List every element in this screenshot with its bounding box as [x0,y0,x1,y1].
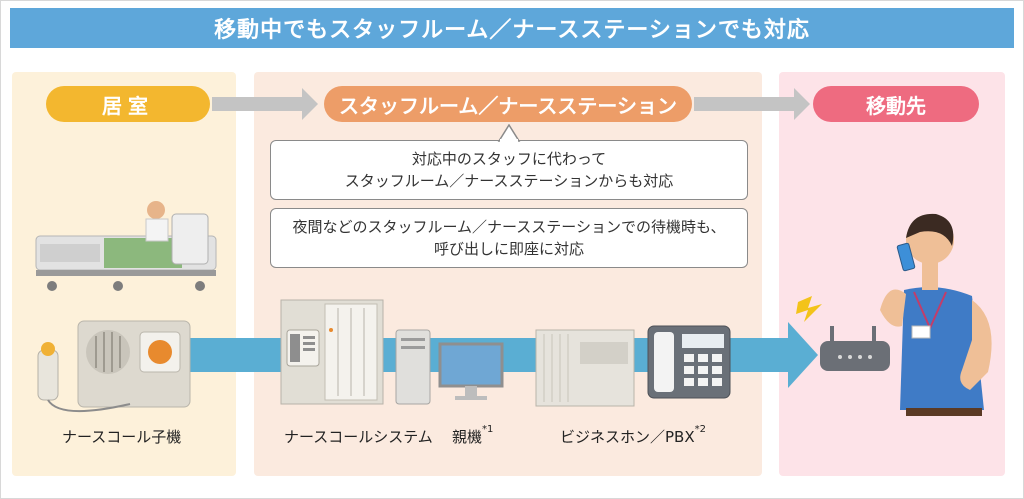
stage-pill-destination: 移動先 [813,86,979,122]
stage-arrow-1 [212,88,318,120]
note-standby: 夜間などのスタッフルーム／ナースステーションでの待機時も、 呼び出しに即座に対応 [270,208,748,268]
server-tower-illustration [395,329,431,405]
label-handset: ナースコール子機 [62,428,182,446]
access-point-illustration [820,326,890,371]
page-title: 移動中でもスタッフルーム／ナースステーションでも対応 [10,8,1014,48]
note-standby-line1: 夜間などのスタッフルーム／ナースステーションでの待機時も、 [292,218,726,236]
label-parent-text: 親機 [452,428,483,446]
nurse-call-handset-illustration [37,320,191,413]
business-phone-illustration [647,325,731,399]
label-parent-note: *1 [482,424,494,435]
patient-bed-illustration [35,201,217,291]
stage-arrow-2 [694,88,810,120]
label-pbx-text: ビジネスホン／PBX [560,428,695,446]
stage-pill-room: 居室 [46,86,210,122]
pbx-illustration [535,329,635,407]
staff-smartphone-illustration [880,213,992,416]
label-pbx-note: *2 [694,424,706,435]
note-tail [497,124,521,142]
signal-icon [796,296,822,322]
nurse-call-system-illustration [280,299,384,405]
label-system: ナースコールシステム [284,428,433,446]
note-takeover-line1: 対応中のスタッフに代わって [411,150,607,168]
label-parent: 親機*1 [452,424,494,447]
note-standby-line2: 呼び出しに即座に対応 [433,240,584,258]
note-takeover-line2: スタッフルーム／ナースステーションからも対応 [344,172,674,190]
note-takeover: 対応中のスタッフに代わって スタッフルーム／ナースステーションからも対応 [270,140,748,200]
monitor-illustration [438,342,504,400]
label-pbx: ビジネスホン／PBX*2 [560,424,706,447]
stage-pill-staff-room: スタッフルーム／ナースステーション [324,86,692,122]
